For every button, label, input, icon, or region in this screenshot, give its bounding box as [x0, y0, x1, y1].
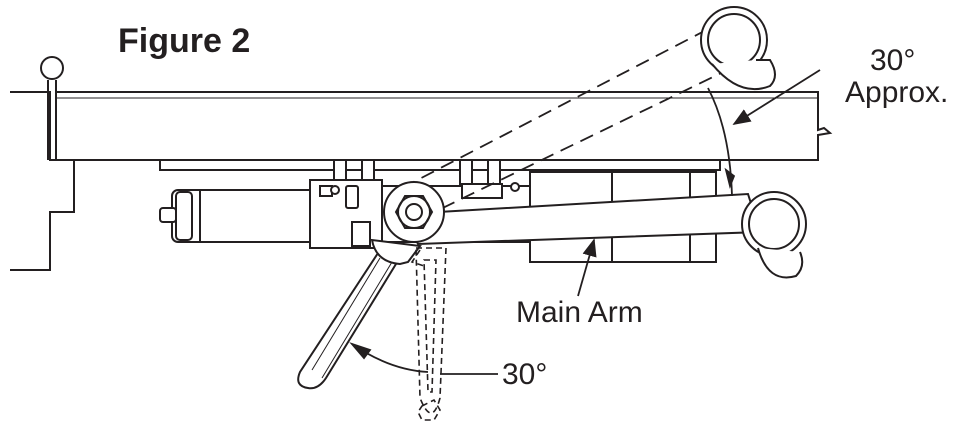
arm-initial-position	[401, 25, 745, 219]
main-arm	[402, 191, 807, 279]
upper-angle-arc	[707, 69, 821, 197]
main-arm-leader	[577, 238, 597, 297]
upper-angle-label: 30°	[870, 44, 915, 77]
left-stand	[10, 91, 75, 271]
main-arm-label: Main Arm	[516, 296, 643, 329]
knob-icon	[40, 56, 64, 160]
figure-title: Figure 2	[118, 22, 250, 60]
lower-angle-label: 30°	[502, 358, 547, 391]
upper-angle-note-label: Approx.	[845, 76, 948, 109]
arm-initial-head	[700, 6, 776, 91]
wrench-reference-position	[410, 247, 447, 421]
table-rail	[55, 91, 833, 171]
lower-angle-arc	[349, 342, 498, 375]
hub-nut	[383, 181, 445, 243]
wrench	[297, 238, 422, 390]
